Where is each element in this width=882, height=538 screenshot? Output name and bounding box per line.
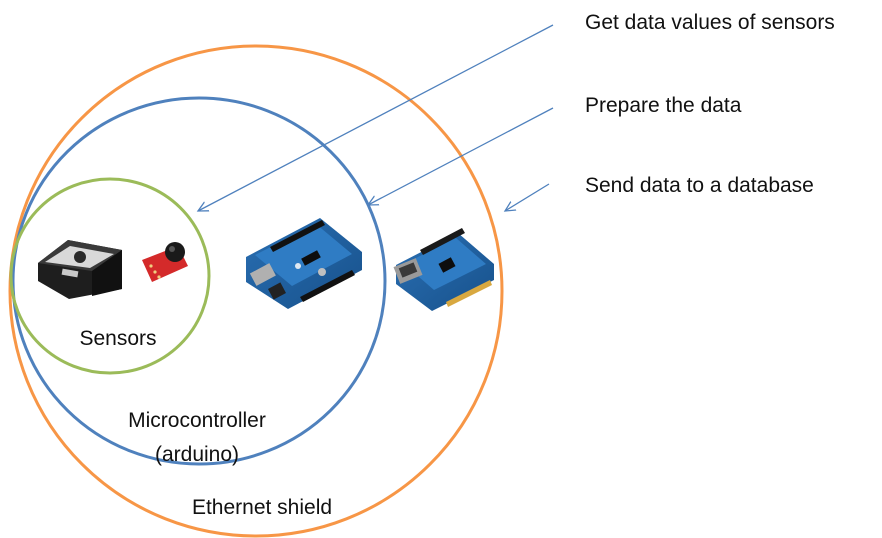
annotation-send-data: Send data to a database [585,174,814,197]
arrow-get-data [198,24,554,211]
ethernet-shield-label: Ethernet shield [192,496,332,519]
arrow-send-data [505,183,550,211]
microcontroller-label-line2: (arduino) [155,443,239,466]
sensors-circle [9,177,211,375]
ethernet-shield-circle [8,44,504,538]
arrow-prepare-data [368,107,554,205]
microcontroller-label-line1: Microcontroller [128,409,266,432]
arduino-board-photo [246,218,362,309]
annotation-get-data: Get data values of sensors [585,11,835,34]
sensors-label: Sensors [79,327,156,350]
microcontroller-circle [11,96,387,466]
ethernet-shield-photo [393,228,494,311]
dust-sensor-photo [38,240,122,299]
microphone-sensor-photo [142,242,188,282]
annotation-prepare-data: Prepare the data [585,94,742,117]
